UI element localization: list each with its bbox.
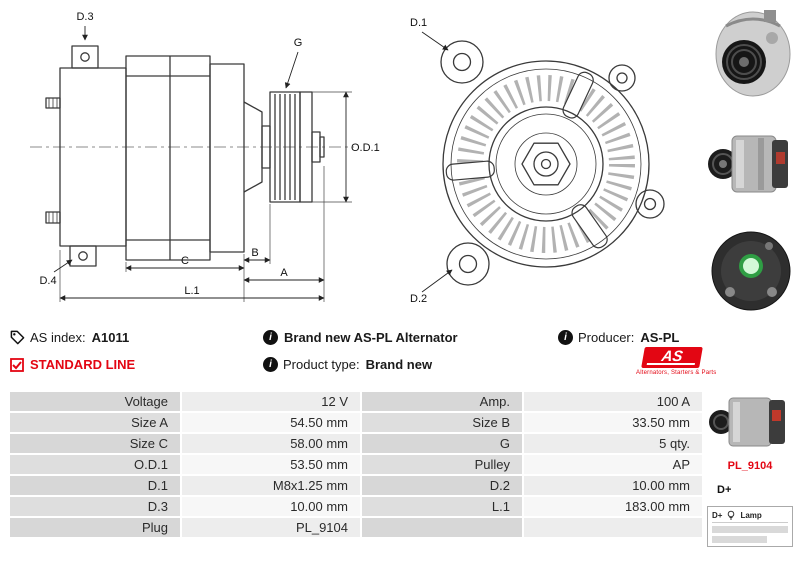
legend-lamp-label: Lamp bbox=[740, 510, 762, 520]
product-photo-plug-side bbox=[709, 397, 785, 447]
spec-value: 53.50 mm bbox=[180, 453, 362, 476]
spec-label: Pulley bbox=[360, 453, 524, 476]
tag-icon bbox=[10, 330, 25, 345]
spec-value: 10.00 mm bbox=[180, 495, 362, 518]
info-icon: i bbox=[263, 330, 278, 345]
photo-front-graphic bbox=[715, 10, 791, 97]
spec-row: D.1 M8x1.25 mm D.2 10.00 mm bbox=[8, 474, 704, 497]
spec-label: D.2 bbox=[360, 474, 524, 497]
producer-label: Producer: bbox=[578, 330, 635, 345]
side-view-diagram: D.3 G O.D.1 D.4 C B A L.1 bbox=[30, 11, 380, 302]
spec-table: Voltage 12 V Amp. 100 A Size A 54.50 mm … bbox=[8, 390, 704, 539]
spec-label: Plug bbox=[8, 516, 182, 539]
spec-row: Plug PL_9104 bbox=[8, 516, 704, 539]
spec-value: PL_9104 bbox=[180, 516, 362, 539]
product-description: i Brand new AS-PL Alternator bbox=[263, 330, 458, 345]
dim-label-a: A bbox=[280, 267, 288, 279]
spec-label bbox=[360, 516, 524, 539]
standard-line-label: STANDARD LINE bbox=[30, 357, 136, 372]
plug-code: PL_9104 bbox=[727, 460, 773, 472]
product-type-value: Brand new bbox=[365, 357, 433, 372]
dim-label-b: B bbox=[251, 247, 258, 259]
info-icon: i bbox=[263, 357, 278, 372]
dim-label-d1: D.1 bbox=[410, 17, 427, 29]
info-icon: i bbox=[558, 330, 573, 345]
spec-label: Size B bbox=[360, 411, 524, 434]
as-index: AS index: A1011 bbox=[10, 330, 129, 345]
spec-label: Amp. bbox=[360, 390, 524, 413]
spec-label: L.1 bbox=[360, 495, 524, 518]
dim-label-d2: D.2 bbox=[410, 293, 427, 305]
producer: i Producer: AS-PL bbox=[558, 330, 679, 345]
terminal-label: D+ bbox=[717, 484, 732, 496]
spec-label: O.D.1 bbox=[8, 453, 182, 476]
fan-spokes bbox=[445, 71, 608, 249]
spec-value: 5 qty. bbox=[522, 432, 704, 455]
spec-label: Voltage bbox=[8, 390, 182, 413]
spec-row: Size A 54.50 mm Size B 33.50 mm bbox=[8, 411, 704, 434]
dim-label-d4: D.4 bbox=[39, 275, 56, 287]
dim-label-l1: L.1 bbox=[184, 285, 199, 297]
spec-value: 183.00 mm bbox=[522, 495, 704, 518]
checkbox-checked-icon bbox=[10, 357, 24, 372]
legend-terminal: D+ bbox=[712, 510, 723, 520]
spec-row: Size C 58.00 mm G 5 qty. bbox=[8, 432, 704, 455]
spec-label: D.1 bbox=[8, 474, 182, 497]
standard-line: STANDARD LINE bbox=[10, 357, 135, 372]
terminal-legend: D+ Lamp bbox=[707, 506, 793, 547]
legend-bar bbox=[712, 536, 767, 543]
alternator-body-outline bbox=[45, 45, 263, 267]
lamp-icon bbox=[728, 510, 735, 520]
dim-label-g: G bbox=[294, 37, 303, 49]
dimension-lines bbox=[53, 26, 349, 301]
product-photos bbox=[704, 4, 796, 322]
dim-label-c: C bbox=[181, 255, 189, 267]
product-photo-rear bbox=[705, 220, 795, 322]
spec-value: 12 V bbox=[180, 390, 362, 413]
spec-row: D.3 10.00 mm L.1 183.00 mm bbox=[8, 495, 704, 518]
spec-label: D.3 bbox=[8, 495, 182, 518]
spec-value: AP bbox=[522, 453, 704, 476]
photo-side-graphic bbox=[708, 135, 788, 193]
spec-row: O.D.1 53.50 mm Pulley AP bbox=[8, 453, 704, 476]
plug-panel: PL_9104 D+ D+ Lamp bbox=[703, 386, 797, 547]
as-index-label: AS index: bbox=[30, 330, 86, 345]
aspl-logo-mark: AS bbox=[641, 347, 703, 368]
vent-slots bbox=[457, 75, 635, 253]
product-photo-front bbox=[705, 4, 795, 106]
spec-value: 33.50 mm bbox=[522, 411, 704, 434]
product-photo-side bbox=[705, 112, 795, 214]
spec-value: 54.50 mm bbox=[180, 411, 362, 434]
photo-rear-graphic bbox=[711, 231, 791, 311]
dim-label-d3: D.3 bbox=[76, 11, 93, 23]
front-housing-outline bbox=[440, 40, 665, 286]
spec-value: M8x1.25 mm bbox=[180, 474, 362, 497]
spec-label: Size C bbox=[8, 432, 182, 455]
stud-threads bbox=[48, 98, 58, 223]
spec-row: Voltage 12 V Amp. 100 A bbox=[8, 390, 704, 413]
front-view-diagram: D.1 D.2 bbox=[410, 17, 665, 305]
product-type: i Product type: Brand new bbox=[263, 357, 432, 372]
product-description-text: Brand new AS-PL Alternator bbox=[284, 330, 458, 345]
spec-label: Size A bbox=[8, 411, 182, 434]
aspl-logo: AS Alternators, Starters & Parts bbox=[636, 347, 717, 376]
spec-value: 58.00 mm bbox=[180, 432, 362, 455]
spec-value bbox=[522, 516, 704, 539]
producer-value: AS-PL bbox=[640, 330, 680, 345]
as-index-value: A1011 bbox=[91, 330, 130, 345]
aspl-logo-tagline: Alternators, Starters & Parts bbox=[636, 370, 717, 376]
legend-bar bbox=[712, 526, 788, 533]
front-dimension-lines bbox=[421, 31, 453, 293]
product-type-label: Product type: bbox=[283, 357, 360, 372]
spec-value: 10.00 mm bbox=[522, 474, 704, 497]
legend-header: D+ Lamp bbox=[712, 510, 788, 523]
extension-lines bbox=[59, 91, 352, 302]
dim-label-od1: O.D.1 bbox=[351, 142, 380, 154]
spec-label: G bbox=[360, 432, 524, 455]
pulley-drawing bbox=[261, 91, 325, 203]
spec-value: 100 A bbox=[522, 390, 704, 413]
